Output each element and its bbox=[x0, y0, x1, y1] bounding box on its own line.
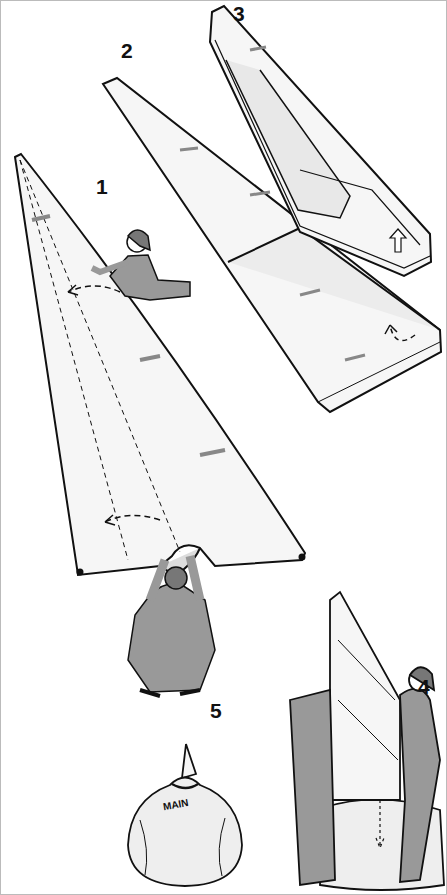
arrow-head bbox=[68, 285, 78, 295]
person-feet bbox=[140, 690, 200, 696]
batten bbox=[250, 47, 266, 50]
kneeling-person bbox=[92, 230, 190, 300]
fold-edge bbox=[318, 342, 440, 402]
callout-number: 5 bbox=[210, 700, 222, 721]
grommet bbox=[300, 555, 305, 560]
person-hair bbox=[128, 230, 150, 250]
fold-arrow bbox=[390, 325, 415, 341]
person-body bbox=[128, 584, 215, 692]
batten bbox=[32, 216, 50, 220]
panel-5-bag bbox=[128, 744, 242, 886]
fold-line bbox=[20, 160, 128, 560]
drawstring bbox=[172, 784, 198, 788]
arrow-head bbox=[385, 325, 397, 334]
person-head bbox=[165, 567, 187, 589]
sail-stack bbox=[330, 592, 400, 800]
direction-arrow bbox=[390, 229, 406, 252]
batten bbox=[140, 356, 160, 360]
down-arrow bbox=[376, 800, 384, 848]
callout-number: 2 bbox=[121, 40, 133, 61]
callout-number: 1 bbox=[96, 176, 108, 197]
arrow-head bbox=[105, 515, 115, 525]
grommet bbox=[78, 570, 83, 575]
fold-arrow bbox=[68, 286, 120, 292]
panel-4-bagging bbox=[290, 592, 444, 890]
person-arm bbox=[150, 556, 200, 600]
callout-number: 3 bbox=[233, 3, 245, 24]
sail-fold bbox=[338, 640, 398, 760]
batten bbox=[200, 450, 225, 455]
package-fold bbox=[226, 60, 350, 218]
person-arm bbox=[92, 262, 128, 272]
bag-crease bbox=[140, 818, 225, 876]
fold-line bbox=[20, 160, 180, 552]
callout-number: 4 bbox=[418, 676, 430, 697]
panel-3-sail bbox=[210, 6, 431, 276]
crouching-person bbox=[128, 556, 215, 696]
package-layer bbox=[215, 40, 430, 268]
sail-tip bbox=[182, 744, 196, 778]
closed-bag bbox=[128, 778, 242, 887]
fold-arrow bbox=[105, 515, 160, 522]
folded-package bbox=[210, 6, 431, 276]
person-left bbox=[290, 690, 335, 885]
person-right bbox=[400, 689, 440, 882]
